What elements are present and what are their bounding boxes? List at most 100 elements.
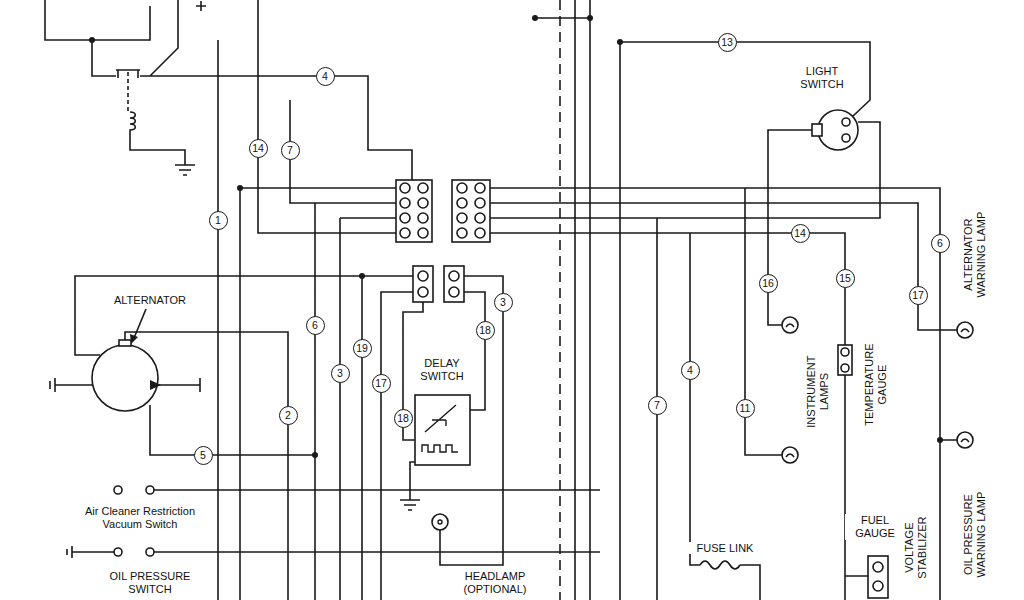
gauge-terminal bbox=[841, 348, 849, 356]
junction-dot bbox=[312, 452, 318, 458]
callout-number: 13 bbox=[718, 33, 737, 52]
switch-contact bbox=[146, 486, 154, 494]
junction-dot bbox=[532, 15, 538, 21]
callout-number: 2 bbox=[279, 406, 298, 425]
relay-contact bbox=[116, 70, 140, 78]
connector-pin bbox=[457, 198, 467, 208]
callout-number: 4 bbox=[681, 361, 700, 380]
delay-switch-box bbox=[415, 395, 470, 465]
connector-pin bbox=[457, 213, 467, 223]
callout-number: 6 bbox=[306, 316, 325, 335]
component-label: ALTERNATOR WARNING LAMP bbox=[962, 200, 987, 310]
connector-pin bbox=[418, 183, 428, 193]
callout-number: 3 bbox=[494, 293, 513, 312]
junction-dot bbox=[937, 437, 943, 443]
gauge-terminal bbox=[873, 581, 883, 591]
connector-pin bbox=[475, 228, 485, 238]
callout-number: 18 bbox=[394, 409, 413, 428]
delay-switch-heater bbox=[422, 445, 458, 452]
connector-pin bbox=[475, 198, 485, 208]
ground-symbol bbox=[50, 165, 420, 558]
leader-line bbox=[134, 309, 146, 338]
connector-pin bbox=[457, 228, 467, 238]
connector-pin bbox=[418, 213, 428, 223]
connector-pin bbox=[457, 183, 467, 193]
switch-contact bbox=[114, 548, 122, 556]
junction-dot bbox=[587, 15, 593, 21]
connector-pin bbox=[475, 213, 485, 223]
component-label: ALTERNATOR bbox=[100, 294, 200, 307]
lamp-filament bbox=[786, 324, 969, 457]
bulkhead-line bbox=[559, 0, 561, 600]
connector-pin bbox=[400, 228, 410, 238]
callout-number: 7 bbox=[648, 396, 667, 415]
callout-number: 17 bbox=[372, 374, 391, 393]
component-label: DELAY SWITCH bbox=[407, 357, 477, 382]
relay-coil bbox=[130, 112, 135, 135]
connector-pin bbox=[418, 287, 428, 297]
gauge-terminal bbox=[873, 562, 883, 572]
connector-block bbox=[413, 266, 433, 302]
junction-dot bbox=[237, 185, 243, 191]
connector-pin bbox=[449, 287, 459, 297]
delay-switch-contact bbox=[425, 405, 456, 432]
connector-pin bbox=[475, 183, 485, 193]
lamp-symbol bbox=[782, 317, 798, 333]
junction-dots bbox=[89, 15, 943, 458]
callout-number: 16 bbox=[759, 274, 778, 293]
component-label: FUEL GAUGE bbox=[845, 514, 905, 539]
alternator-arrow bbox=[150, 380, 161, 390]
callout-number: 1 bbox=[209, 211, 228, 230]
callout-number: 7 bbox=[281, 141, 300, 160]
callout-number: 19 bbox=[353, 339, 372, 358]
connector-pin bbox=[418, 198, 428, 208]
junction-dot bbox=[617, 39, 623, 45]
component-label: OIL PRESSURE WARNING LAMP bbox=[962, 475, 987, 595]
callout-number: 18 bbox=[476, 321, 495, 340]
callout-number: 14 bbox=[249, 139, 268, 158]
lamp-symbol bbox=[782, 447, 798, 463]
junction-dot bbox=[89, 37, 95, 43]
connector-pin bbox=[418, 271, 428, 281]
component-label: Air Cleaner Restriction Vacuum Switch bbox=[65, 505, 215, 530]
component-label: FUSE LINK bbox=[685, 542, 765, 555]
junction-dot bbox=[359, 273, 365, 279]
callout-number: 14 bbox=[791, 224, 810, 243]
lamp-symbol bbox=[957, 432, 973, 448]
callout-number: 6 bbox=[931, 234, 950, 253]
light-switch-terminal bbox=[842, 134, 850, 142]
connector-pin bbox=[400, 183, 410, 193]
lamp-symbol bbox=[957, 322, 973, 338]
headlamp-symbol bbox=[432, 514, 448, 530]
switch-contact bbox=[114, 486, 122, 494]
connector-block bbox=[396, 180, 432, 242]
callout-number: 15 bbox=[836, 269, 855, 288]
terminal-bar bbox=[199, 378, 201, 392]
component-label: LIGHT SWITCH bbox=[787, 65, 857, 90]
components bbox=[92, 110, 973, 598]
switch-contact bbox=[146, 548, 154, 556]
connector-pin bbox=[449, 271, 459, 281]
callout-number: 4 bbox=[316, 67, 335, 86]
headlamp-center bbox=[438, 520, 442, 524]
alternator-symbol bbox=[92, 345, 158, 411]
component-label: TEMPERATURE GAUGE bbox=[862, 338, 887, 433]
fuse-link-symbol bbox=[700, 561, 740, 569]
wires bbox=[45, 0, 957, 600]
light-switch-terminal bbox=[842, 118, 850, 126]
component-label: HEADLAMP (OPTIONAL) bbox=[445, 570, 545, 595]
component-label: INSTRUMENT LAMPS bbox=[805, 352, 830, 432]
light-switch-knob bbox=[812, 124, 822, 136]
temperature-gauge-symbol bbox=[838, 345, 852, 375]
mechanical-link bbox=[127, 72, 129, 112]
fuel-gauge-symbol bbox=[868, 556, 888, 598]
connector-pin bbox=[400, 213, 410, 223]
connector-block bbox=[452, 180, 490, 242]
wire bbox=[45, 0, 957, 600]
connector-pin bbox=[418, 228, 428, 238]
component-label: VOLTAGE STABILIZER bbox=[902, 511, 927, 586]
symbol-details bbox=[422, 324, 969, 524]
connector-pin bbox=[400, 198, 410, 208]
